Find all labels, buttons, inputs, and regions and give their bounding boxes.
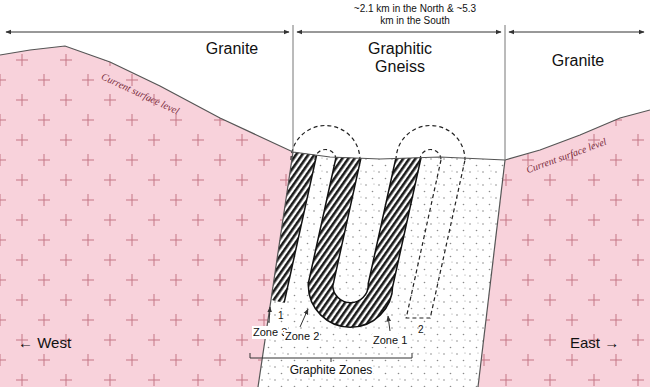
leader-line	[269, 307, 270, 323]
zone-label: Zone 2	[284, 330, 320, 343]
granite-east	[478, 110, 650, 387]
dimension-line	[509, 32, 644, 33]
zone3-band	[272, 150, 305, 300]
unit-label: Graphitic Gneiss	[350, 40, 450, 77]
band-outline	[321, 150, 411, 315]
surface-line	[0, 46, 650, 160]
leader-line	[388, 316, 390, 331]
hinge-outer	[291, 125, 360, 160]
zone-label: Zone 3	[252, 326, 288, 339]
leader-line	[300, 309, 308, 327]
zone-label: Zone 1	[372, 334, 408, 347]
unit-label: Granite	[206, 40, 258, 58]
dimension-line	[297, 32, 501, 33]
extension-line	[293, 25, 294, 152]
group-label: Graphite Zones	[289, 364, 374, 378]
contact-line	[478, 160, 505, 387]
direction-label: East →	[570, 334, 619, 351]
callout-number: 1	[278, 310, 284, 322]
dimension-line	[6, 32, 289, 33]
granite-west	[0, 46, 293, 387]
synform-band	[321, 150, 411, 315]
contact-line	[258, 152, 293, 387]
extension-line	[505, 25, 506, 160]
unit-label: Granite	[552, 52, 604, 70]
hinge-inner	[315, 150, 336, 161]
hinge-outer	[396, 125, 465, 160]
dimension-note: ~2.1 km in the North & ~5.3 km in the So…	[353, 3, 478, 26]
dimension-arrows	[6, 25, 644, 160]
inferred-band	[406, 160, 465, 318]
callout-number: 2	[418, 324, 424, 336]
band-outline	[272, 150, 305, 300]
bracket	[250, 353, 412, 362]
eroded-hinges	[291, 125, 465, 318]
granite-texture	[478, 110, 650, 387]
granite-texture	[0, 46, 293, 387]
direction-label: ← West	[18, 334, 71, 351]
hinge-inner	[420, 150, 441, 161]
graphite-bands	[272, 150, 410, 315]
